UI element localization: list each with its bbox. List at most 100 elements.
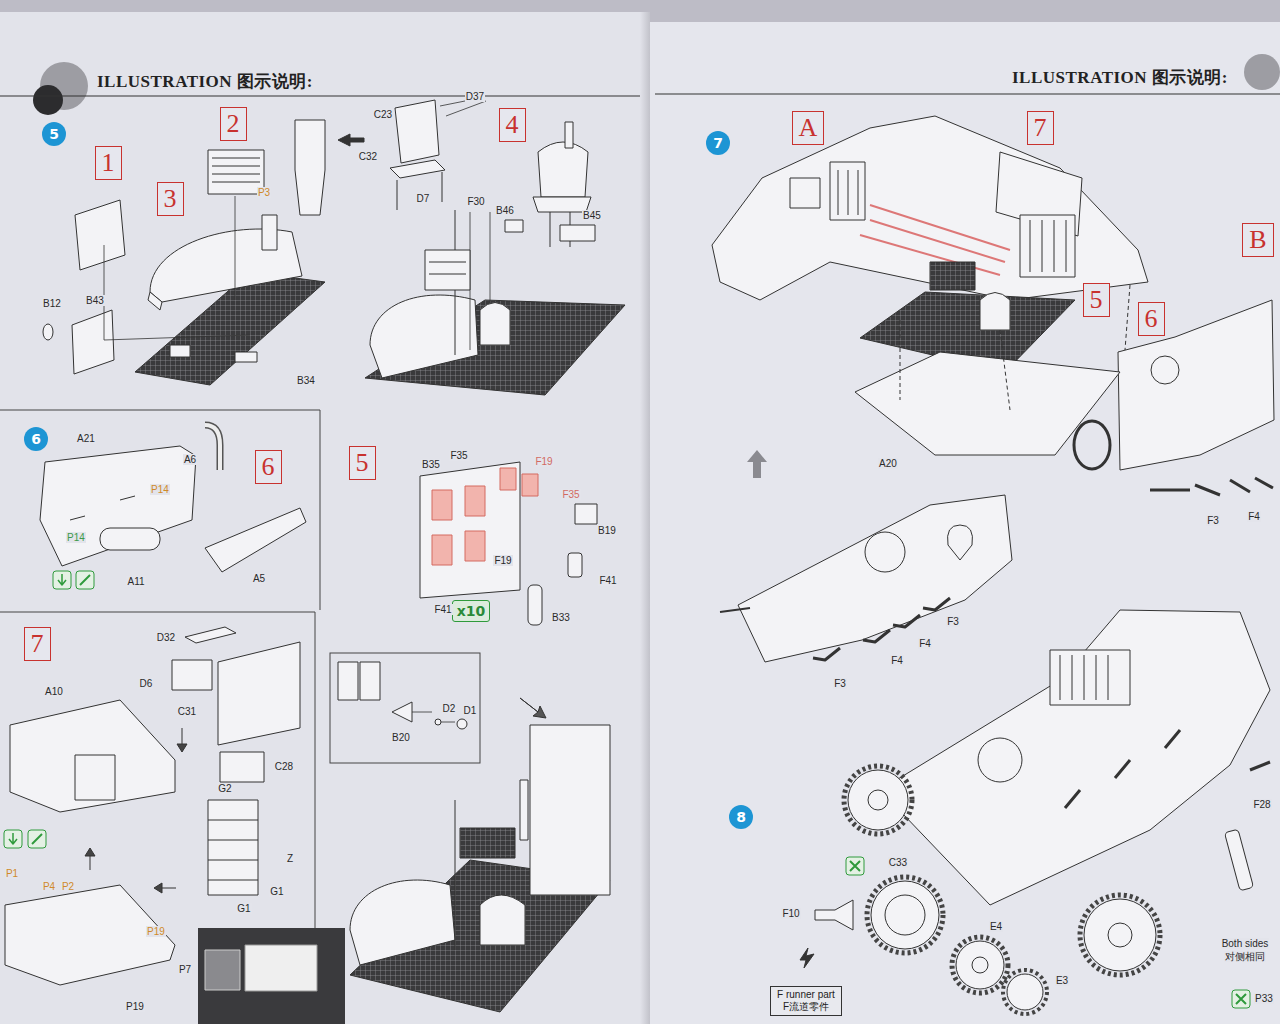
hull-assembly	[1060, 655, 1108, 700]
hull-front-assembly	[212, 158, 260, 182]
part-label: F35	[561, 489, 580, 500]
step-number-text: 5	[49, 126, 59, 142]
step-number-text: 6	[31, 431, 41, 447]
seat-and-floor	[480, 303, 510, 346]
part-label: P2	[61, 881, 75, 892]
hull-assembly	[712, 116, 1274, 1014]
interior-assembly	[520, 698, 546, 718]
part-label: C33	[888, 857, 908, 868]
part-label: F4	[1247, 511, 1261, 522]
hull-side-assembly	[76, 571, 94, 589]
hull-assembly	[738, 495, 1012, 662]
seat-and-floor	[370, 295, 478, 378]
hull-assembly	[800, 948, 814, 968]
part-label: F3	[833, 678, 847, 689]
part-label: E3	[1055, 975, 1069, 986]
hull-front-assembly	[43, 324, 53, 340]
header-decor	[0, 95, 640, 96]
header-decor	[655, 93, 1280, 94]
hull-assembly	[720, 608, 750, 612]
callout-number: 5	[1083, 283, 1110, 317]
part-label: F41	[433, 604, 452, 615]
page-header: ILLUSTRATION 图示说明:	[1012, 68, 1228, 88]
hull-assembly	[900, 285, 1130, 410]
hull-assembly	[956, 941, 1004, 989]
section-divider	[0, 410, 480, 1024]
interior-assembly	[520, 780, 528, 840]
part-label: A11	[126, 576, 145, 587]
ammo-rack-assembly	[575, 504, 597, 524]
ammo-rack-assembly	[420, 462, 520, 598]
hull-assembly	[948, 525, 973, 560]
hull-front-assembly	[235, 352, 257, 362]
hull-assembly	[1030, 220, 1066, 272]
part-label: F10	[781, 908, 800, 919]
hull-assembly	[1250, 762, 1270, 770]
side-panel-assembly	[154, 883, 176, 893]
hull-assembly	[885, 895, 925, 935]
callout-number-text: 5	[356, 448, 369, 478]
hull-assembly	[978, 738, 1022, 782]
hull-side-assembly	[58, 574, 66, 585]
side-panel-assembly	[208, 820, 258, 880]
hull-assembly	[1084, 899, 1156, 971]
part-label: P1	[5, 868, 19, 879]
part-label: Z	[286, 853, 294, 864]
side-panel-assembly	[177, 728, 187, 752]
hull-assembly	[846, 857, 864, 875]
part-label: D1	[463, 705, 478, 716]
part-label: A6	[183, 454, 197, 465]
hull-side-assembly	[40, 425, 306, 589]
part-label: B20	[391, 732, 411, 743]
ammo-rack-assembly	[338, 662, 358, 700]
part-label: D2	[442, 703, 457, 714]
seat-and-floor	[440, 101, 486, 116]
hull-assembly	[868, 790, 888, 810]
page-ground	[650, 22, 1280, 1024]
callout-number-text: 6	[1145, 304, 1158, 334]
hull-side-assembly	[70, 496, 135, 520]
hull-assembly	[1108, 923, 1132, 947]
hull-front-assembly	[148, 292, 162, 310]
hull-assembly	[1065, 730, 1180, 808]
callout-number: 6	[255, 450, 282, 484]
step-number: 6	[24, 427, 48, 451]
callout-number-text: 7	[1034, 113, 1047, 143]
part-label: P7	[178, 964, 192, 975]
hull-assembly	[1003, 970, 1047, 1014]
ammo-rack-assembly	[457, 719, 467, 729]
part-label: P14	[66, 532, 86, 543]
part-label: B19	[597, 525, 617, 536]
header-decor	[33, 85, 63, 115]
hull-assembly	[1074, 421, 1110, 469]
callout-number-text: 3	[164, 184, 177, 214]
interior-assembly	[455, 800, 456, 950]
hull-assembly	[813, 598, 950, 660]
seat-and-floor	[397, 172, 442, 210]
side-panel-assembly	[32, 834, 42, 844]
hull-assembly	[848, 770, 908, 830]
step-number-text: 7	[713, 135, 723, 151]
part-label: F19	[493, 555, 512, 566]
section-divider	[0, 410, 320, 610]
ammo-rack-assembly	[392, 702, 412, 722]
step-number: 7	[706, 131, 730, 155]
seat-and-floor	[425, 250, 470, 290]
side-panel-assembly	[205, 950, 240, 990]
seat-and-floor	[390, 160, 445, 178]
ammo-rack-assembly	[432, 535, 452, 565]
hull-assembly	[865, 532, 905, 572]
header-decor	[0, 54, 1280, 115]
part-label: F35	[449, 450, 468, 461]
ammo-rack-assembly	[432, 490, 452, 520]
note-box-text: F流道零件	[777, 1001, 835, 1013]
note-box: F runner partF流道零件	[770, 986, 842, 1016]
part-label: E4	[989, 921, 1003, 932]
hull-assembly	[930, 262, 975, 290]
part-label: B12	[42, 298, 62, 309]
part-label: F3	[1206, 515, 1220, 526]
ammo-rack-assembly	[522, 474, 538, 496]
hull-assembly	[1118, 300, 1274, 470]
